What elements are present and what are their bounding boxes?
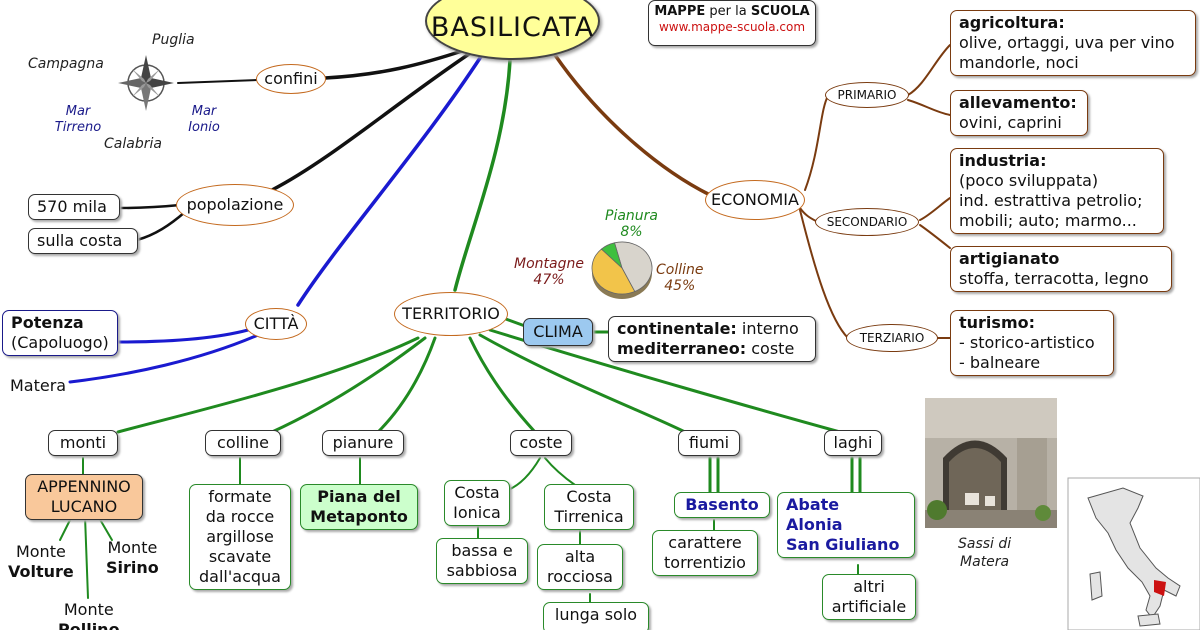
link-primario [804, 95, 829, 191]
pie-slice-colline [591, 248, 636, 295]
link-secondario [799, 207, 817, 222]
link-terziario [799, 209, 849, 339]
box-allevamento: allevamento: ovini, caprini [950, 90, 1088, 136]
link-fiumi [478, 333, 687, 434]
link-compass [177, 79, 259, 84]
compass-rose-icon [118, 55, 174, 111]
node-terziario: TERZIARIO [846, 324, 938, 352]
sassi-matera-photo [925, 398, 1057, 528]
node-laghi: laghi [824, 430, 882, 456]
label-campagna: Campagna [28, 56, 104, 72]
link-industria [919, 197, 951, 221]
node-citta: CITTÀ [245, 308, 307, 340]
box-tirrenica-length: lunga solo [543, 602, 649, 630]
pie-slice-pianura [600, 242, 623, 270]
pie-slice-montagne [614, 241, 653, 293]
label-puglia: Puglia [152, 32, 195, 48]
box-sulla-costa: sulla costa [28, 228, 138, 254]
link-570mila [116, 203, 182, 210]
territory-pie-chart [591, 241, 653, 299]
node-confini: confini [256, 64, 326, 94]
link-allevamento [907, 99, 951, 116]
box-agricoltura: agricoltura: olive, ortaggi, uva per vin… [950, 10, 1196, 76]
node-fiumi: fiumi [678, 430, 740, 456]
box-clima: continentale: interno mediterraneo: cost… [608, 316, 816, 362]
link-monte1 [59, 515, 73, 541]
label-matera: Matera [10, 376, 67, 395]
node-colline: colline [205, 430, 281, 456]
node-territorio: TERRITORIO [394, 292, 508, 336]
link-colline [270, 336, 427, 434]
box-potenza: Potenza (Capoluogo) [2, 310, 118, 356]
node-primario: PRIMARIO [825, 82, 909, 108]
link-artigianato [919, 224, 951, 249]
link-territorio [453, 58, 512, 292]
link-citta [296, 53, 484, 307]
link-ionica [507, 457, 541, 491]
link-sullacosta [135, 210, 187, 242]
node-economia: ECONOMIA [705, 180, 805, 220]
brand-url[interactable]: www.mappe-scuola.com [658, 20, 806, 35]
link-coste [468, 336, 537, 434]
label-calabria: Calabria [104, 136, 162, 152]
node-clima: CLIMA [523, 318, 593, 346]
link-popolazione [270, 50, 474, 192]
link-confini [323, 48, 467, 80]
box-basento: Basento [674, 492, 770, 518]
node-monti: monti [48, 430, 118, 456]
node-coste: coste [510, 430, 572, 456]
box-570-mila: 570 mila [28, 194, 120, 220]
link-agricoltura [907, 44, 951, 96]
page-title: BASILICATA [430, 12, 595, 44]
brand-box: MAPPE per la SCUOLA www.mappe-scuola.com [648, 0, 816, 46]
node-popolazione: popolazione [176, 184, 294, 226]
link-monti [116, 336, 420, 434]
link-economia [553, 53, 712, 197]
node-pianure: pianure [322, 430, 404, 456]
link-matera [68, 333, 260, 384]
box-industria: industria: (poco sviluppata) ind. estrat… [950, 148, 1164, 234]
label-mar-ionio: Mar Ionio [188, 104, 220, 135]
link-tirrenica [544, 457, 576, 486]
box-artigianato: artigianato stoffa, terracotta, legno [950, 246, 1172, 292]
link-pianure [376, 336, 437, 434]
link-monte2 [97, 515, 113, 541]
box-turismo: turismo: - storico-artistico - balneare [950, 310, 1114, 376]
link-clima [501, 316, 527, 328]
italy-map [1067, 477, 1200, 630]
title-ellipse: BASILICATA [425, 0, 600, 60]
link-potenza [116, 328, 250, 344]
label-mar-tirreno: Mar Tirreno [54, 104, 102, 135]
node-secondario: SECONDARIO [815, 208, 919, 236]
link-monte3 [84, 515, 89, 599]
